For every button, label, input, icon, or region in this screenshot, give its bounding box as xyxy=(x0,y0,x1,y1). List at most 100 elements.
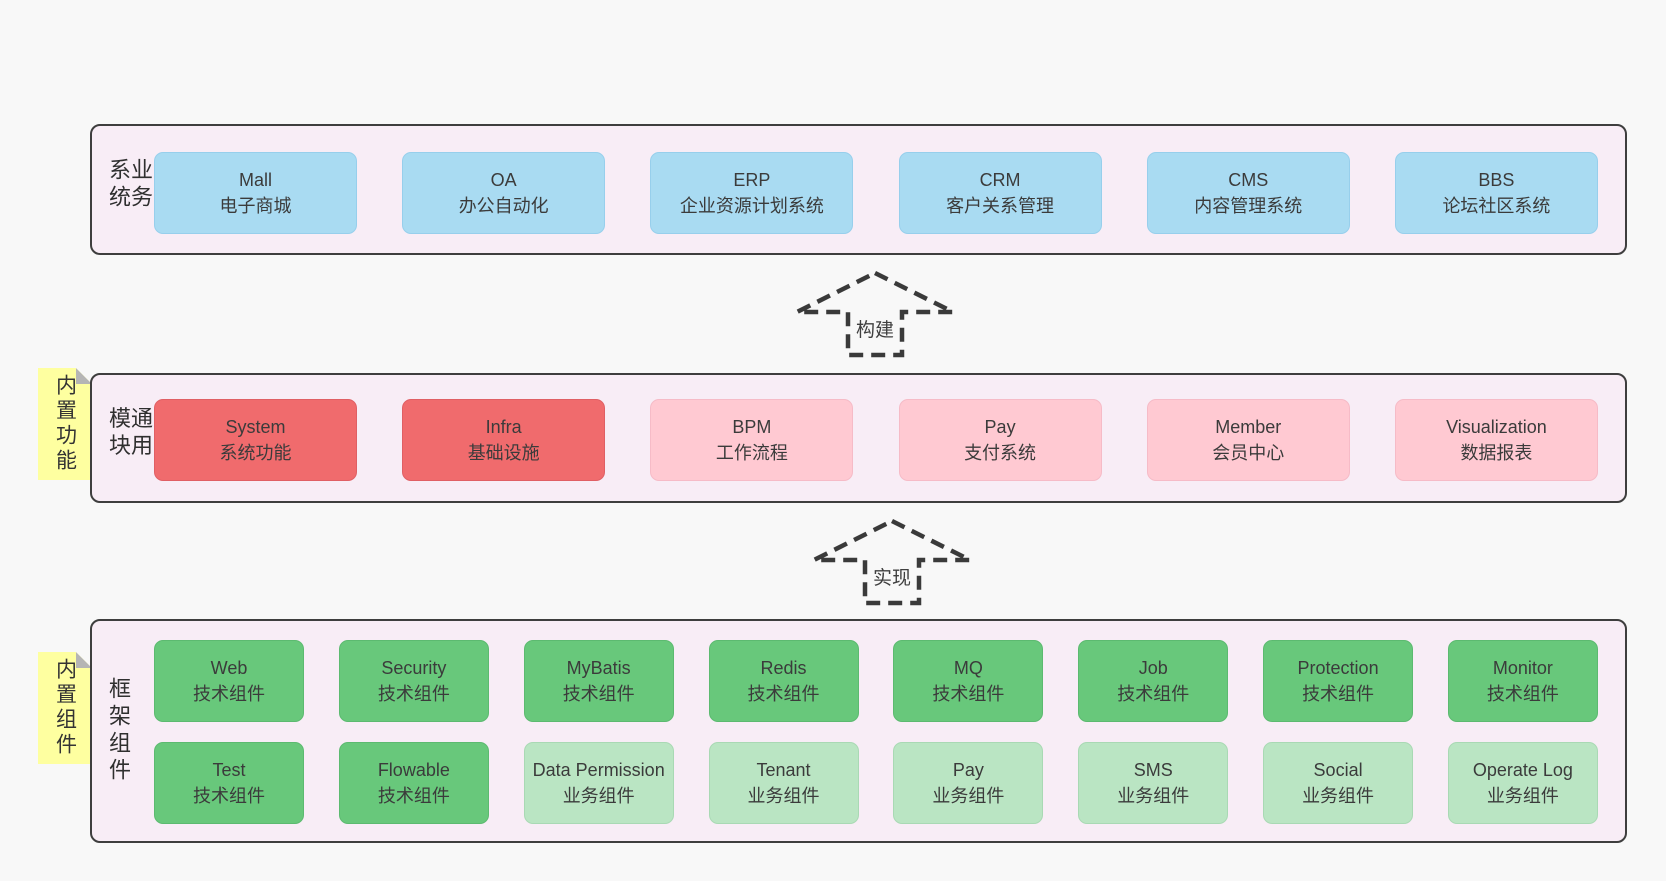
box-visualization: Visualization 数据报表 xyxy=(1394,399,1598,481)
builtin-features-note-label: 内置功能 xyxy=(53,374,77,474)
box-name: CMS xyxy=(1228,169,1269,190)
box-desc: 业务组件 xyxy=(1486,786,1559,806)
box-sms: SMS 业务组件 xyxy=(1078,742,1229,824)
box-name: Member xyxy=(1215,416,1282,437)
box-desc: 系统功能 xyxy=(219,443,292,463)
box-infra: Infra 基础设施 xyxy=(402,399,606,481)
box-erp: ERP 企业资源计划系统 xyxy=(650,152,854,234)
box-desc: 技术组件 xyxy=(562,684,635,704)
box-desc: 技术组件 xyxy=(747,684,820,704)
box-desc: 工作流程 xyxy=(715,443,788,463)
box-member: Member 会员中心 xyxy=(1146,399,1350,481)
framework-components-row-2: Test 技术组件 Flowable 技术组件 Data Permission … xyxy=(154,742,1598,824)
box-name: System xyxy=(225,416,286,437)
box-security: Security 技术组件 xyxy=(338,640,489,722)
box-name: Web xyxy=(210,657,248,678)
box-bpm: BPM 工作流程 xyxy=(650,399,854,481)
box-name: Visualization xyxy=(1446,416,1547,437)
box-name: Infra xyxy=(485,416,522,437)
builtin-features-note: 内置功能 xyxy=(38,368,92,480)
dashed-up-arrow-icon xyxy=(795,270,955,358)
box-desc: 技术组件 xyxy=(377,684,450,704)
box-desc: 数据报表 xyxy=(1460,443,1533,463)
box-name: Monitor xyxy=(1492,657,1553,678)
box-name: SMS xyxy=(1133,759,1173,780)
box-desc: 技术组件 xyxy=(1486,684,1559,704)
framework-components-layer: 框架组件 Web 技术组件 Security 技术组件 MyBatis 技术组件… xyxy=(90,619,1627,843)
box-name: Job xyxy=(1138,657,1168,678)
box-desc: 业务组件 xyxy=(1302,786,1375,806)
box-desc: 办公自动化 xyxy=(458,196,549,216)
box-social: Social 业务组件 xyxy=(1263,742,1414,824)
dashed-up-arrow-icon xyxy=(812,518,972,606)
box-name: Security xyxy=(381,657,447,678)
box-name: BPM xyxy=(732,416,772,437)
box-name: Operate Log xyxy=(1472,759,1573,780)
box-mybatis: MyBatis 技术组件 xyxy=(523,640,674,722)
box-operate-log: Operate Log 业务组件 xyxy=(1447,742,1598,824)
build-arrow-label: 构建 xyxy=(852,315,898,342)
box-desc: 技术组件 xyxy=(377,786,450,806)
box-desc: 电子商城 xyxy=(219,196,292,216)
box-name: Redis xyxy=(760,657,807,678)
box-monitor: Monitor 技术组件 xyxy=(1447,640,1598,722)
build-arrow: 构建 xyxy=(795,270,955,358)
box-desc: 企业资源计划系统 xyxy=(679,196,824,216)
box-oa: OA 办公自动化 xyxy=(402,152,606,234)
box-pay-biz: Pay 业务组件 xyxy=(893,742,1044,824)
box-data-permission: Data Permission 业务组件 xyxy=(523,742,674,824)
box-mall: Mall 电子商城 xyxy=(154,152,357,234)
box-desc: 客户关系管理 xyxy=(946,196,1055,216)
box-pay: Pay 支付系统 xyxy=(898,399,1102,481)
common-modules-title: 通用模块 xyxy=(106,406,153,461)
box-tenant: Tenant 业务组件 xyxy=(708,742,859,824)
common-modules-layer: 通用模块 System 系统功能 Infra 基础设施 BPM 工作流程 Pay… xyxy=(90,373,1627,503)
box-desc: 业务组件 xyxy=(562,786,635,806)
box-name: Data Permission xyxy=(532,759,665,780)
business-systems-row: Mall 电子商城 OA 办公自动化 ERP 企业资源计划系统 CRM 客户关系… xyxy=(154,152,1598,234)
implement-arrow-label: 实现 xyxy=(869,563,915,590)
box-cms: CMS 内容管理系统 xyxy=(1146,152,1350,234)
box-desc: 内容管理系统 xyxy=(1194,196,1303,216)
box-name: Pay xyxy=(984,416,1016,437)
box-web: Web 技术组件 xyxy=(154,640,304,722)
box-desc: 技术组件 xyxy=(932,684,1005,704)
box-name: Social xyxy=(1313,759,1363,780)
framework-components-row-1: Web 技术组件 Security 技术组件 MyBatis 技术组件 Redi… xyxy=(154,640,1598,722)
box-mq: MQ 技术组件 xyxy=(893,640,1044,722)
box-name: Tenant xyxy=(756,759,811,780)
box-name: ERP xyxy=(733,169,771,190)
box-name: Test xyxy=(212,759,246,780)
box-desc: 技术组件 xyxy=(1302,684,1375,704)
box-test: Test 技术组件 xyxy=(154,742,304,824)
box-name: MQ xyxy=(953,657,983,678)
box-desc: 技术组件 xyxy=(193,684,265,704)
box-name: Mall xyxy=(238,169,272,190)
box-desc: 基础设施 xyxy=(467,443,540,463)
box-bbs: BBS 论坛社区系统 xyxy=(1394,152,1598,234)
common-modules-row: System 系统功能 Infra 基础设施 BPM 工作流程 Pay 支付系统… xyxy=(154,399,1598,481)
box-name: Pay xyxy=(952,759,984,780)
box-desc: 会员中心 xyxy=(1212,443,1285,463)
box-desc: 业务组件 xyxy=(1117,786,1190,806)
box-system: System 系统功能 xyxy=(154,399,357,481)
builtin-components-note-label: 内置组件 xyxy=(53,658,77,758)
box-desc: 论坛社区系统 xyxy=(1442,196,1551,216)
builtin-components-note: 内置组件 xyxy=(38,652,92,764)
business-systems-title: 业务系统 xyxy=(106,157,153,212)
box-protection: Protection 技术组件 xyxy=(1263,640,1414,722)
implement-arrow: 实现 xyxy=(812,518,972,606)
box-name: Protection xyxy=(1297,657,1379,678)
framework-components-title: 框架组件 xyxy=(106,677,131,785)
box-desc: 技术组件 xyxy=(193,786,265,806)
box-desc: 业务组件 xyxy=(747,786,820,806)
box-name: MyBatis xyxy=(566,657,631,678)
box-flowable: Flowable 技术组件 xyxy=(338,742,489,824)
box-job: Job 技术组件 xyxy=(1078,640,1229,722)
box-desc: 技术组件 xyxy=(1117,684,1190,704)
box-crm: CRM 客户关系管理 xyxy=(898,152,1102,234)
box-name: Flowable xyxy=(377,759,450,780)
business-systems-layer: 业务系统 Mall 电子商城 OA 办公自动化 ERP 企业资源计划系统 CRM… xyxy=(90,124,1627,255)
box-desc: 支付系统 xyxy=(964,443,1037,463)
